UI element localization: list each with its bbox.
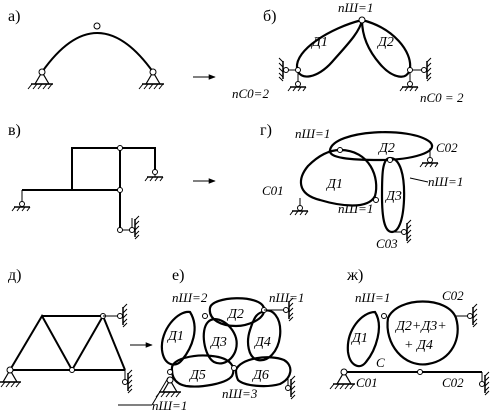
- hinge-count-top-left: nШ=2: [172, 290, 208, 305]
- truss-members: [9, 313, 126, 373]
- disk-label-d6: Д6: [251, 368, 269, 383]
- bottom-left-support: [155, 376, 182, 398]
- truss-bottom-link-end: [122, 379, 128, 385]
- leader-line-bottom: [151, 377, 169, 406]
- hinge-zh-top: [381, 313, 387, 319]
- hinge-e4: [167, 369, 173, 375]
- disk-d2: [360, 18, 412, 78]
- panel-g: г) nШ=1 Д2 Д1 Д3 C02 C01 C03 nШ=1 nШ=1: [260, 122, 463, 251]
- top-right-node: [152, 169, 158, 175]
- panel-zh: ж) nШ=1 C02 Д1 Д2+Д3+ + Д4 C C01 C02: [329, 267, 490, 396]
- frame-hinge-top: [117, 145, 123, 151]
- panel-a: а): [8, 8, 165, 90]
- support-label-c02: C02: [436, 140, 458, 155]
- constraint-count-right: nC0 = 2: [420, 90, 464, 105]
- disk-label-d2: Д2: [376, 35, 394, 50]
- panel-label-a: а): [8, 8, 20, 25]
- hinge-count-top: nШ=1: [338, 0, 373, 15]
- panel-b: б) nШ=1 Д1 Д2 nC0=2 nC0 = 2: [232, 0, 464, 105]
- truss-top-link-end: [117, 313, 123, 319]
- support-label-c01: C01: [356, 375, 378, 390]
- top-right-link-end: [283, 307, 289, 313]
- bottom-node-b: [129, 227, 135, 233]
- node-label-c: C: [376, 355, 385, 370]
- disk-d2-d3-d4: [386, 300, 459, 366]
- disk-d4: [247, 309, 282, 362]
- frame-hinge-mid: [117, 187, 123, 193]
- hinge-count-bottom-left: nШ=1: [152, 398, 187, 413]
- hinge-count-top-right: nШ=1: [269, 290, 304, 305]
- support-label-c02-top: C02: [442, 288, 464, 303]
- leader-line-right: [409, 177, 429, 183]
- support-label-c01: C01: [262, 183, 284, 198]
- c02-node: [427, 157, 433, 163]
- hinge-e1: [202, 313, 208, 319]
- hinge-c: [417, 369, 423, 375]
- hinge-count-top: nШ=1: [355, 290, 390, 305]
- hinge-count-bottom-right: nШ=3: [222, 386, 258, 401]
- disk-label-combined-2: + Д4: [404, 338, 433, 353]
- panel-label-b: б): [263, 8, 276, 25]
- disk-d1: [295, 18, 364, 78]
- left-link-node: [295, 67, 301, 73]
- disk-label-d3: Д3: [209, 335, 227, 350]
- right-pin-support: [138, 68, 165, 90]
- panel-label-zh: ж): [346, 267, 363, 284]
- three-hinged-arch: [41, 32, 154, 73]
- hinge-d1-d3: [373, 197, 379, 203]
- bottom-right-link-end: [285, 385, 291, 391]
- c03-node: [401, 229, 407, 235]
- hinge-d1-d2: [337, 147, 343, 153]
- disk-label-d2: Д2: [226, 307, 244, 322]
- disk-label-d5: Д5: [188, 368, 206, 383]
- right-link-bottom: [407, 81, 413, 87]
- disk-d1: [160, 310, 196, 366]
- disk-d1: [299, 148, 378, 207]
- panel-e: е) nШ=2 nШ=1 Д1 Д2 Д3 Д4 Д5 Д6 nШ=3 nШ=1: [118, 267, 304, 413]
- left-link-bottom: [295, 81, 301, 87]
- support-label-c02-bottom: C02: [442, 375, 464, 390]
- disk-d5: [170, 354, 235, 388]
- top-right-link-end: [467, 313, 473, 319]
- right-link-node: [407, 67, 413, 73]
- left-support-node: [19, 201, 25, 207]
- support-label-c03: C03: [376, 236, 398, 251]
- truss-node-bottom: [69, 367, 75, 373]
- disk-d3: [202, 318, 238, 365]
- bottom-right-link-end: [479, 381, 485, 387]
- c01-node: [297, 205, 303, 211]
- top-hinge: [358, 16, 366, 24]
- crown-hinge: [93, 22, 101, 30]
- disk-label-d3: Д3: [384, 189, 402, 204]
- panel-label-g: г): [260, 122, 272, 139]
- disk-label-d1: Д1: [166, 329, 184, 344]
- bottom-node-a: [117, 227, 123, 233]
- disk-label-d1: Д1: [310, 35, 328, 50]
- frame-members: [22, 147, 156, 230]
- panel-v: в): [8, 122, 164, 240]
- disk-label-d1: Д1: [325, 177, 343, 192]
- disk-d1: [346, 310, 380, 368]
- hinge-count-top: nШ=1: [295, 126, 330, 141]
- panel-label-d: д): [8, 267, 21, 284]
- left-pin-support: [27, 68, 54, 90]
- left-link-end: [283, 67, 289, 73]
- disk-label-d1: Д1: [350, 331, 368, 346]
- disk-label-d4: Д4: [253, 335, 271, 350]
- constraint-count-left: nC0=2: [232, 86, 269, 101]
- hinge-count-mid: nШ=1: [338, 201, 373, 216]
- hinge-count-right: nШ=1: [428, 174, 463, 189]
- hinge-d2-d3: [387, 157, 393, 163]
- disk-label-combined-1: Д2+Д3+: [394, 319, 447, 334]
- hinge-e3: [231, 365, 237, 371]
- right-link-end: [421, 67, 427, 73]
- panel-d: д): [0, 267, 133, 394]
- panel-label-v: в): [8, 122, 21, 139]
- disk-d6: [234, 356, 292, 388]
- disk-d2: [208, 297, 266, 328]
- panel-label-e: е): [172, 267, 184, 284]
- disk-label-d2: Д2: [377, 141, 395, 156]
